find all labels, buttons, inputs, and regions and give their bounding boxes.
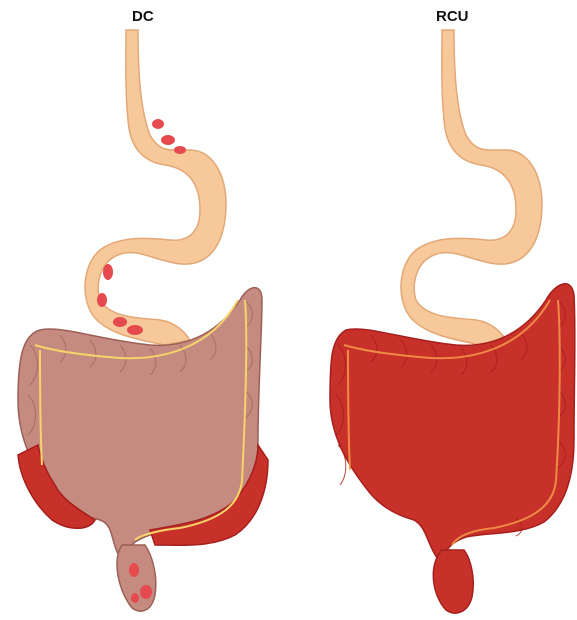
dc-panel bbox=[18, 30, 268, 611]
rcu-rectum bbox=[433, 550, 473, 613]
rcu-panel bbox=[330, 30, 575, 613]
rcu-stomach bbox=[401, 30, 542, 345]
